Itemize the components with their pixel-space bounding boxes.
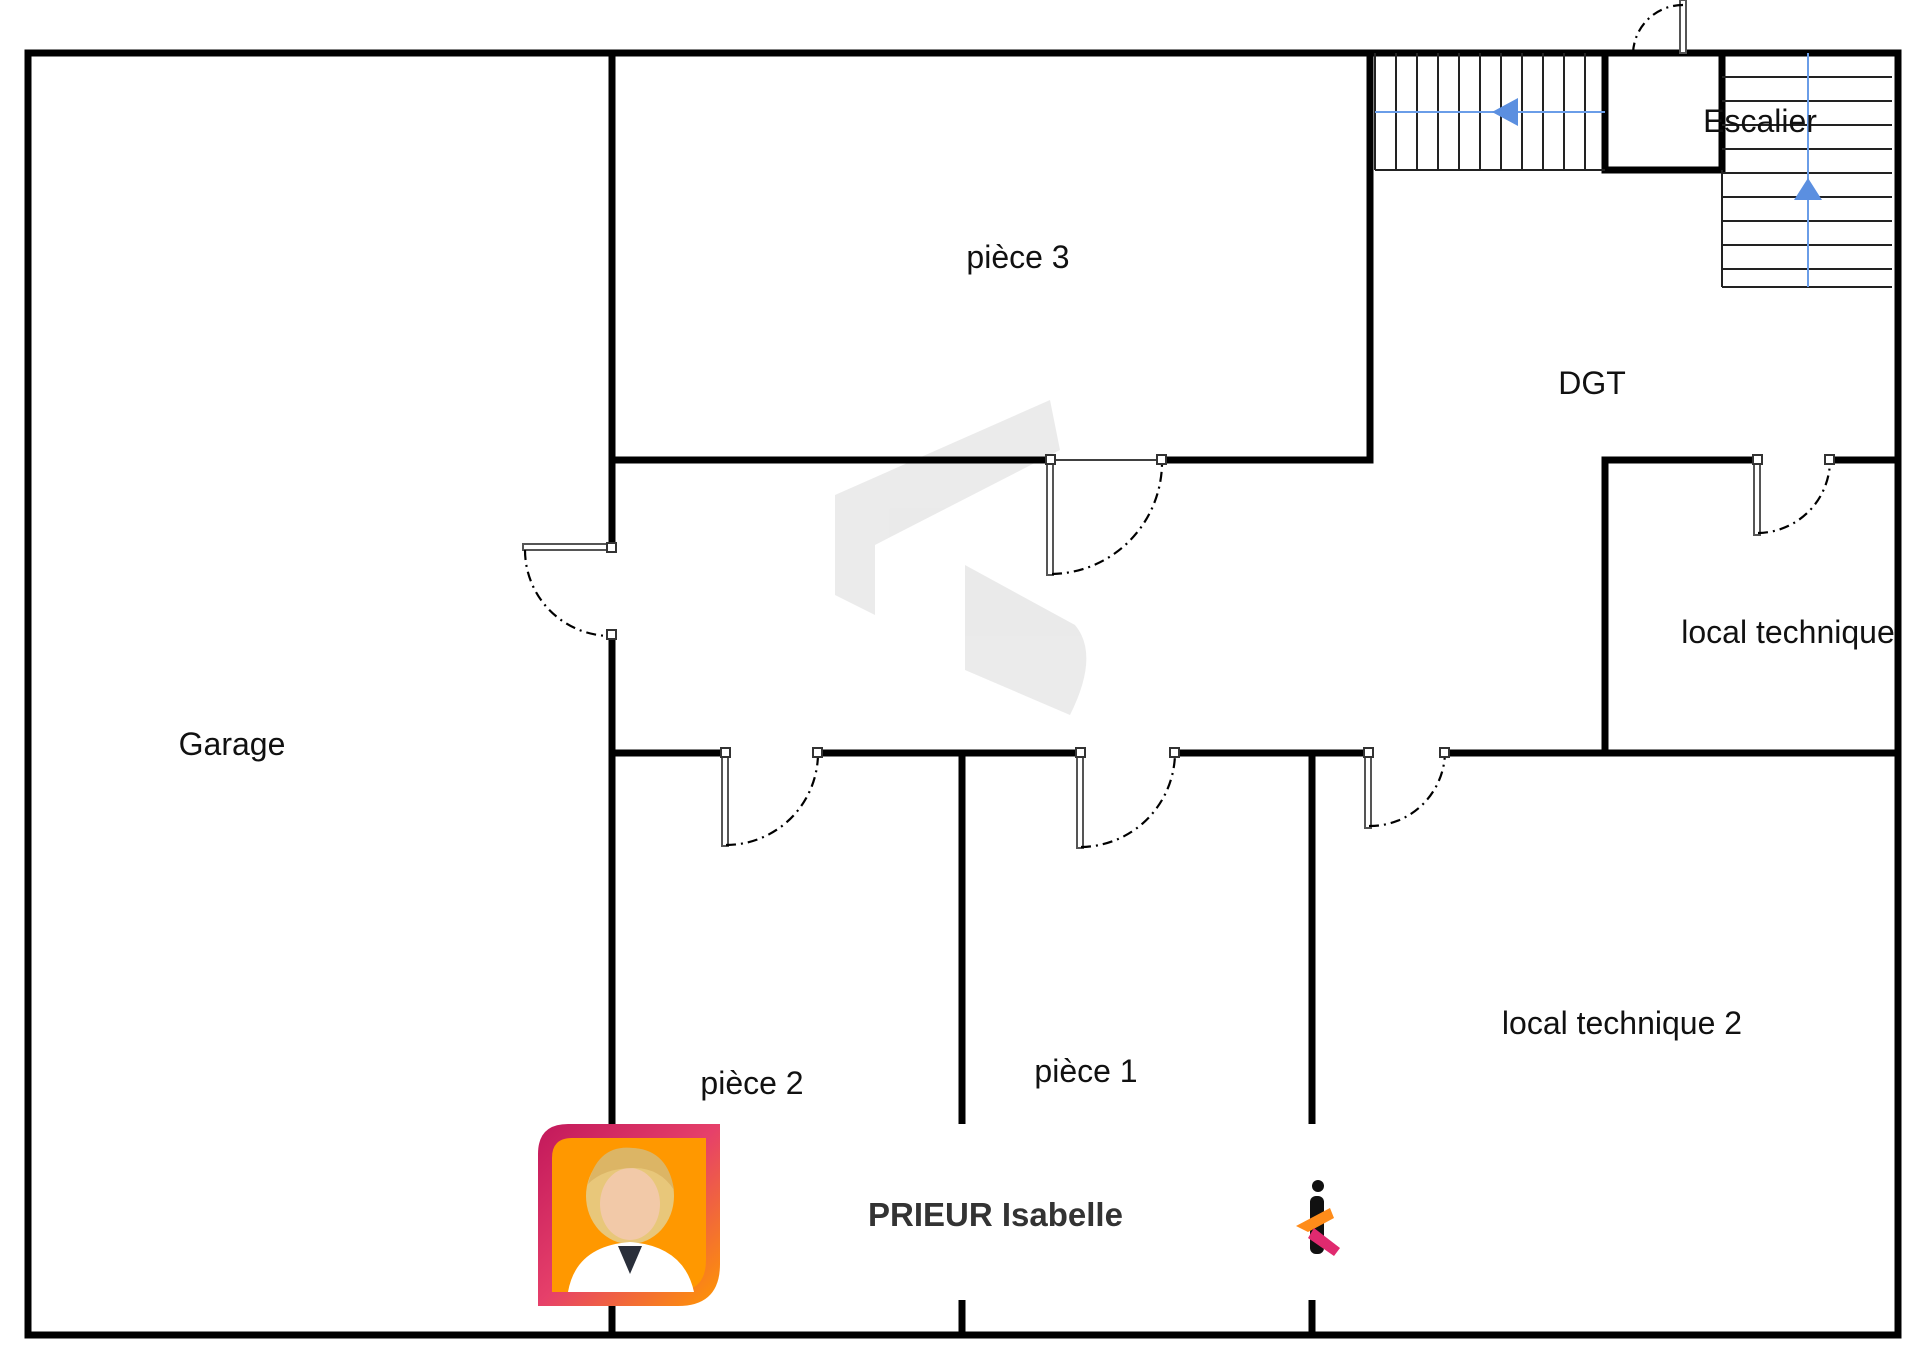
room-label-garage: Garage <box>179 726 286 762</box>
room-label-local-technique-2: local technique 2 <box>1502 1005 1742 1041</box>
stair-arrow-left-icon <box>1492 98 1518 126</box>
door-local-technique <box>1752 454 1835 536</box>
interior-walls <box>608 49 1902 1339</box>
room-label-piece3: pièce 3 <box>966 239 1069 275</box>
room-label-piece2: pièce 2 <box>700 1065 803 1101</box>
room-label-local-technique: local technique <box>1681 614 1894 650</box>
door-piece1 <box>1075 747 1180 849</box>
watermark-logo <box>835 400 1087 715</box>
staircase-right <box>1721 53 1892 288</box>
stair-arrow-up-icon <box>1794 178 1822 200</box>
brand-k-logo-icon <box>1296 1180 1340 1256</box>
agent-name: PRIEUR Isabelle <box>868 1196 1123 1233</box>
door-exterior-top <box>1631 0 1687 54</box>
door-piece2 <box>720 747 823 847</box>
door-piece3 <box>1045 454 1167 576</box>
room-label-piece1: pièce 1 <box>1034 1053 1137 1089</box>
room-label-escalier: Escalier <box>1703 103 1817 139</box>
door-garage <box>522 542 617 640</box>
door-local-technique-2 <box>1363 747 1450 829</box>
staircase-top <box>1374 53 1605 171</box>
agent-portrait <box>538 1124 720 1306</box>
room-label-dgt: DGT <box>1558 365 1626 401</box>
